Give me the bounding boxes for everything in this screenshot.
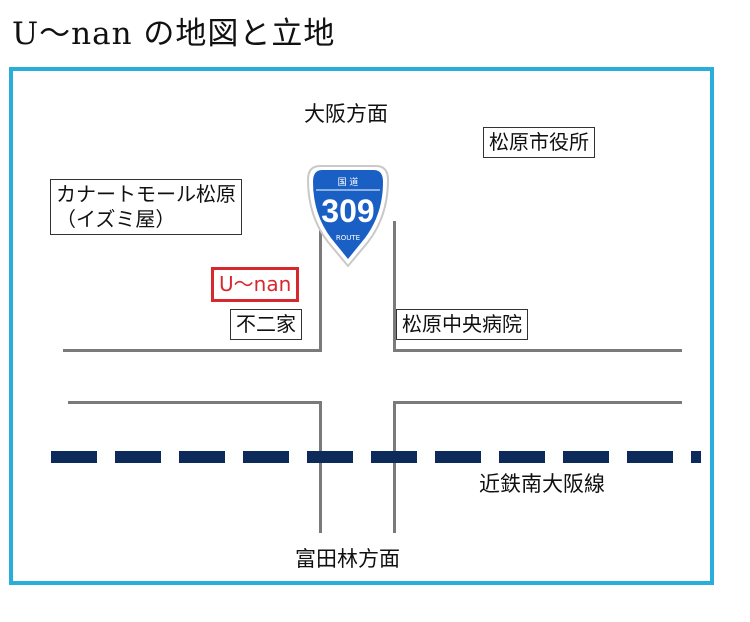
road-lower-left [68,401,322,404]
road-route309-east-lower [393,401,396,533]
landmark-funika: 不二家 [230,309,302,340]
landmark-unan: U～nan [211,267,300,302]
route-309-sign-icon: 国 道 309 ROUTE [306,165,390,268]
route-sign-number: 309 [321,193,374,229]
road-upper-left [63,349,322,352]
direction-north-label: 大阪方面 [304,102,388,126]
landmark-hospital: 松原中央病院 [396,309,528,340]
road-upper-right [393,349,682,352]
page-title: U～nan の地図と立地 [12,16,336,52]
route-sign-bottom-text: ROUTE [336,234,360,242]
route-sign-top-text: 国 道 [338,176,359,188]
direction-south-label: 富田林方面 [295,547,400,571]
road-route309-east-upper [393,221,396,352]
mall-name: カナートモール松原 [56,182,236,206]
mall-subname: （イズミ屋） [56,207,176,231]
map-frame: 大阪方面 富田林方面 近鉄南大阪線 松原市役所 カナートモール松原 （イズミ屋）… [9,67,714,585]
road-route309-west-upper [319,221,322,352]
landmark-city-hall: 松原市役所 [483,127,595,158]
railway-label: 近鉄南大阪線 [479,472,605,496]
road-lower-right [393,401,682,404]
road-route309-west-lower [319,401,322,533]
railway-line [51,451,701,463]
landmark-mall: カナートモール松原 （イズミ屋） [50,179,242,235]
